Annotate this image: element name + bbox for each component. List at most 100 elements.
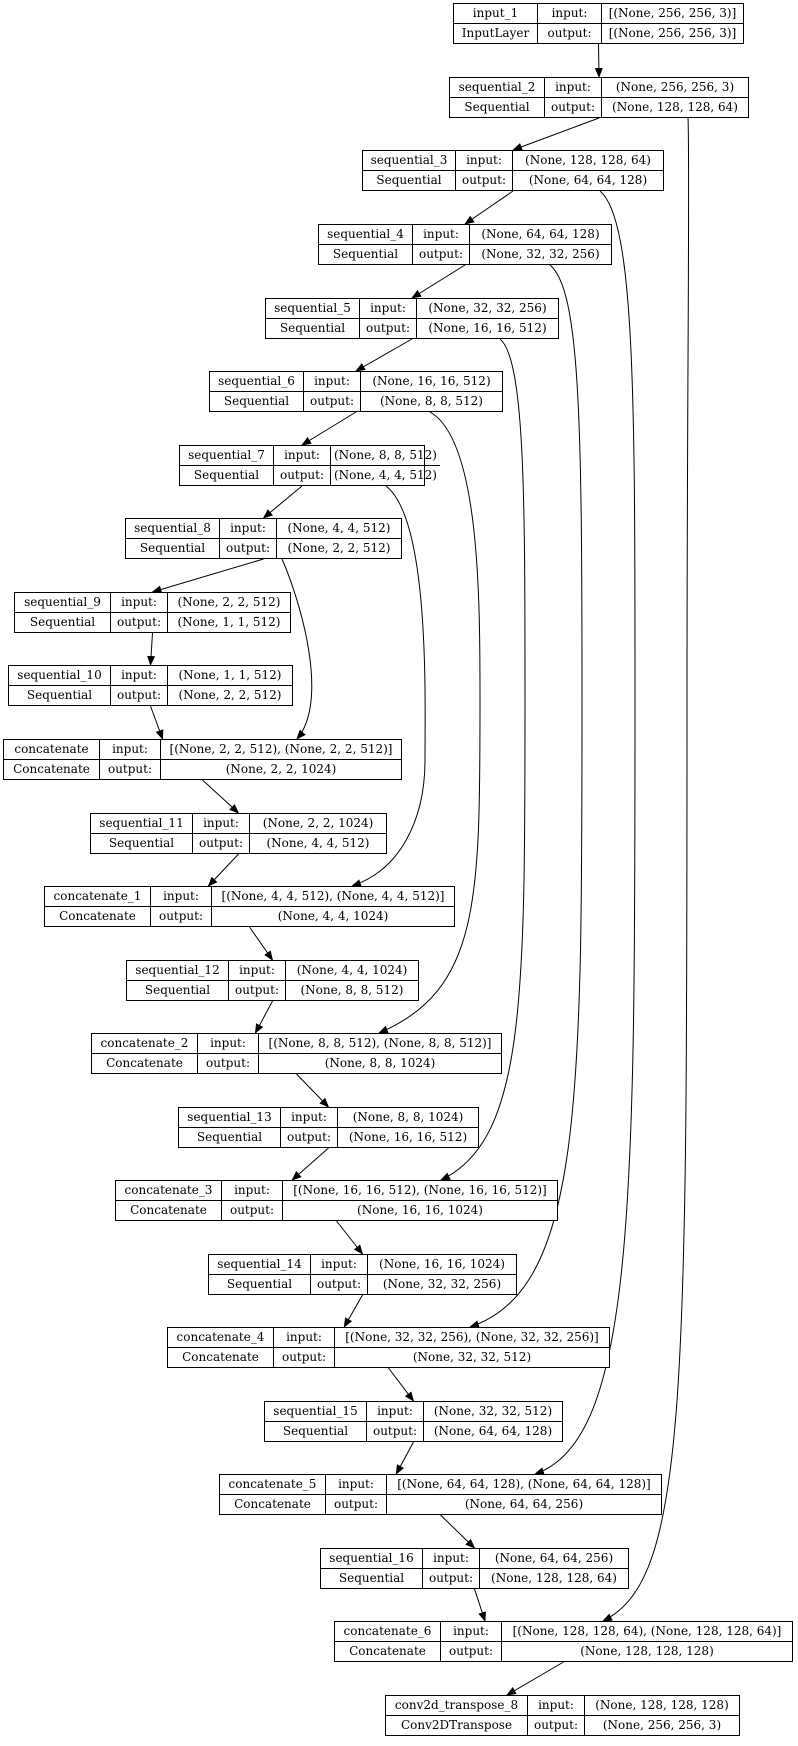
input-label: input: — [304, 372, 361, 391]
input-shape: (None, 4, 4, 512) — [287, 521, 391, 536]
output-shape: (None, 128, 128, 64) — [612, 100, 738, 115]
input-shape: [(None, 4, 4, 512), (None, 4, 4, 512)] — [221, 889, 445, 904]
layer-type: Concatenate — [92, 1053, 198, 1073]
layer-type: Concatenate — [4, 759, 100, 779]
input-shape: (None, 2, 2, 512) — [177, 595, 281, 610]
output-shape: (None, 32, 32, 256) — [481, 247, 600, 262]
layer-name: sequential_10 — [9, 666, 111, 685]
layer-type: Sequential — [126, 538, 220, 558]
output-label: output: — [151, 906, 212, 926]
input-label: input: — [311, 1255, 368, 1274]
input-label: input: — [281, 1108, 338, 1127]
layer-name: sequential_15 — [265, 1402, 367, 1421]
input-label: input: — [151, 887, 212, 906]
output-label: output: — [367, 1421, 424, 1441]
input-label: input: — [441, 1622, 502, 1641]
edge-concatenate-5-to-sequential-16 — [440, 1514, 476, 1549]
layer-name: sequential_7 — [180, 446, 274, 465]
input-shape: (None, 1, 1, 512) — [178, 668, 282, 683]
output-shape: (None, 32, 32, 512) — [412, 1350, 532, 1365]
output-shape: (None, 8, 8, 512) — [300, 983, 404, 998]
layer-name: input_1 — [454, 4, 538, 23]
input-shape: [(None, 256, 256, 3)] — [608, 6, 737, 21]
edge-concatenate-6-to-conv2d-transpose-8 — [506, 1661, 564, 1696]
edge-sequential-5-to-sequential-6 — [355, 338, 413, 372]
edge-concatenate-4-to-sequential-15 — [388, 1367, 415, 1402]
input-label: input: — [193, 814, 250, 833]
output-label: output: — [274, 465, 331, 485]
layer-type: Sequential — [265, 1421, 367, 1441]
edge-sequential-3-to-concatenate-5 — [534, 190, 636, 1475]
edge-sequential-6-to-concatenate-2 — [378, 411, 481, 1034]
input-shape: (None, 8, 8, 512) — [334, 448, 437, 463]
output-label: output: — [423, 1568, 480, 1588]
edge-sequential-2-to-concatenate-6 — [602, 117, 690, 1622]
layer-name: concatenate — [4, 740, 100, 759]
output-shape: (None, 16, 16, 1024) — [357, 1203, 483, 1218]
layer-type: Sequential — [91, 833, 193, 853]
edge-sequential-14-to-concatenate-4 — [343, 1294, 363, 1328]
edge-sequential-15-to-concatenate-5 — [395, 1441, 414, 1475]
output-label: output: — [220, 538, 277, 558]
layer-name: concatenate_4 — [168, 1328, 274, 1347]
edge-concatenate-1-to-sequential-12 — [249, 926, 274, 961]
edge-sequential-7-to-concatenate-1 — [351, 485, 426, 887]
input-shape: (None, 32, 32, 512) — [433, 1404, 553, 1419]
input-shape: [(None, 2, 2, 512), (None, 2, 2, 512)] — [169, 742, 393, 757]
layer-name: sequential_6 — [210, 372, 304, 391]
output-shape: (None, 1, 1, 512) — [177, 615, 281, 630]
input-label: input: — [367, 1402, 424, 1421]
output-label: output: — [528, 1715, 585, 1735]
input-label: input: — [528, 1696, 585, 1715]
output-label: output: — [274, 1347, 335, 1367]
edge-sequential-12-to-concatenate-2 — [254, 1000, 273, 1034]
edge-sequential-13-to-concatenate-3 — [291, 1147, 329, 1181]
layer-type: Concatenate — [220, 1494, 326, 1514]
input-shape: (None, 128, 128, 64) — [525, 153, 651, 168]
input-shape: (None, 32, 32, 256) — [428, 301, 547, 316]
edge-sequential-11-to-concatenate-1 — [207, 853, 239, 887]
output-shape: (None, 64, 64, 128) — [528, 173, 648, 188]
input-shape: [(None, 32, 32, 256), (None, 32, 32, 256… — [345, 1330, 599, 1345]
layer-type: Sequential — [210, 391, 304, 411]
layer-type: Sequential — [127, 980, 229, 1000]
layer-name: sequential_12 — [127, 961, 229, 980]
output-shape: (None, 4, 4, 512) — [266, 836, 370, 851]
edge-sequential-6-to-sequential-7 — [301, 411, 357, 446]
output-label: output: — [311, 1274, 368, 1294]
layer-name: conv2d_transpose_8 — [386, 1696, 528, 1715]
input-label: input: — [100, 740, 161, 759]
input-shape: (None, 16, 16, 1024) — [379, 1257, 505, 1272]
output-shape: (None, 16, 16, 512) — [348, 1130, 468, 1145]
output-shape: (None, 2, 2, 512) — [287, 541, 391, 556]
edge-concatenate-3-to-sequential-14 — [336, 1220, 364, 1255]
edge-sequential-16-to-concatenate-6 — [474, 1588, 486, 1622]
layer-type: InputLayer — [454, 23, 538, 43]
input-shape: (None, 128, 128, 128) — [595, 1698, 729, 1713]
output-shape: (None, 128, 128, 128) — [580, 1644, 714, 1659]
output-label: output: — [222, 1200, 283, 1220]
output-label: output: — [100, 759, 161, 779]
output-label: output: — [111, 612, 168, 632]
layer-type: Concatenate — [168, 1347, 274, 1367]
output-shape: (None, 2, 2, 1024) — [225, 762, 337, 777]
layer-name: concatenate_2 — [92, 1034, 198, 1053]
output-shape: (None, 4, 4, 512) — [334, 468, 437, 483]
input-shape: (None, 2, 2, 1024) — [262, 816, 374, 831]
input-label: input: — [111, 666, 168, 685]
output-label: output: — [111, 685, 168, 705]
output-label: output: — [456, 170, 513, 190]
